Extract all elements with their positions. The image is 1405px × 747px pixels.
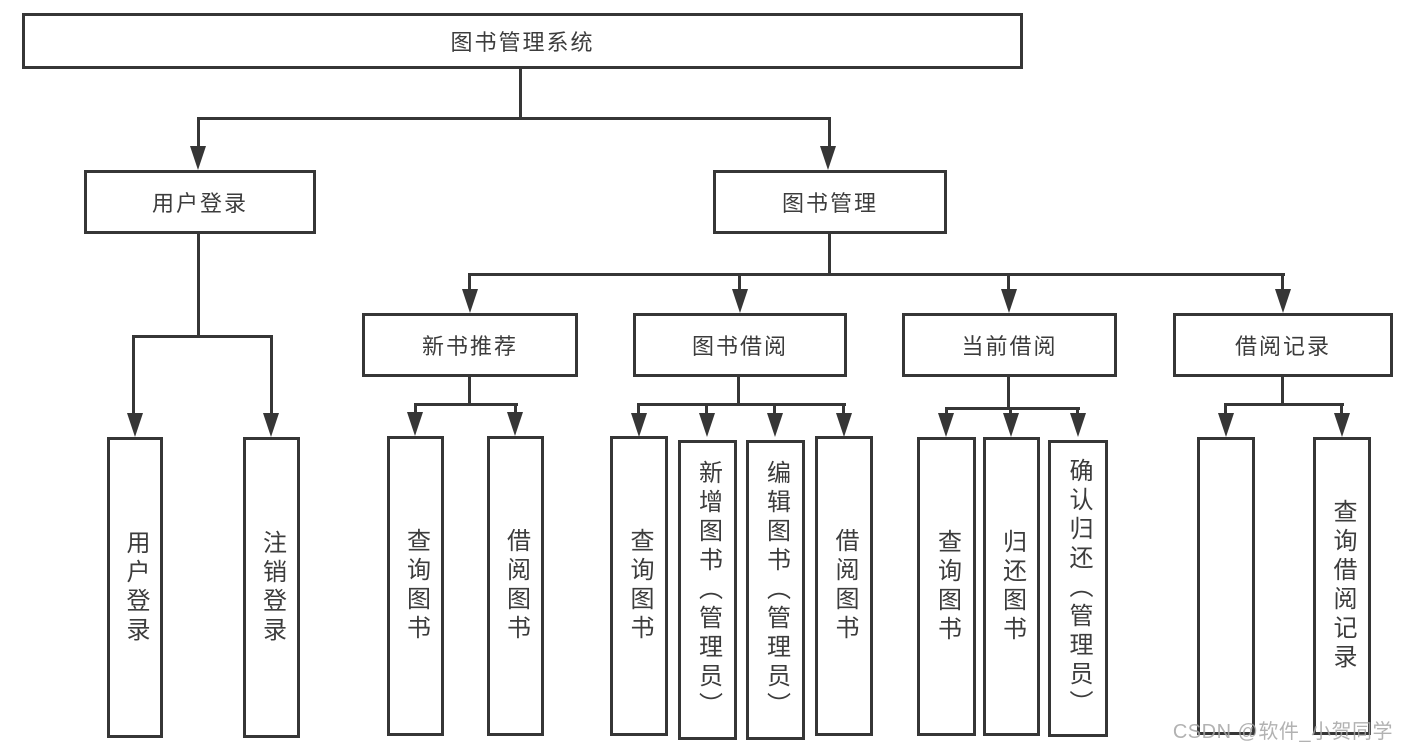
leaf-query-books-current: 查询图书	[917, 437, 976, 736]
connector-line	[945, 407, 948, 415]
arrow-down-icon	[462, 289, 478, 313]
node-book-borrow: 图书借阅	[633, 313, 847, 377]
arrow-down-icon	[1001, 289, 1017, 313]
arrow-down-icon	[820, 146, 836, 170]
connector-line	[828, 234, 831, 275]
connector-line	[468, 377, 471, 405]
connector-line	[637, 403, 640, 414]
csdn-watermark: CSDN @软件_小贺同学	[1172, 721, 1393, 743]
connector-line	[828, 117, 831, 150]
connector-line	[773, 403, 776, 414]
arrow-down-icon	[1334, 413, 1350, 437]
connector-line	[637, 403, 846, 406]
connector-line	[414, 403, 518, 406]
leaf-confirm-return-admin: 确认归还（管理员）	[1048, 440, 1108, 737]
leaf-add-book-admin: 新增图书（管理员）	[678, 440, 737, 740]
node-root: 图书管理系统	[22, 13, 1023, 69]
connector-line	[1007, 273, 1010, 291]
arrow-down-icon	[1218, 413, 1234, 437]
arrow-down-icon	[767, 413, 783, 437]
leaf-query-borrow-record: 查询借阅记录	[1313, 437, 1371, 735]
connector-line	[132, 335, 273, 338]
connector-line	[468, 273, 1285, 276]
connector-line	[737, 377, 740, 405]
connector-line	[1009, 407, 1012, 415]
connector-line	[197, 234, 200, 337]
arrow-down-icon	[190, 146, 206, 170]
arrow-down-icon	[1275, 289, 1291, 313]
connector-line	[414, 403, 417, 414]
leaf-borrow-books-borrow: 借阅图书	[815, 436, 873, 736]
connector-line	[132, 335, 135, 414]
connector-line	[1224, 403, 1344, 406]
arrow-down-icon	[1003, 413, 1019, 437]
connector-line	[1281, 273, 1284, 291]
arrow-down-icon	[732, 289, 748, 313]
leaf-query-books-recommend: 查询图书	[387, 436, 444, 736]
connector-line	[468, 273, 471, 291]
connector-line	[842, 403, 845, 414]
leaf-borrow-books-recommend: 借阅图书	[487, 436, 544, 736]
leaf-edit-book-admin: 编辑图书（管理员）	[746, 440, 805, 740]
arrow-down-icon	[699, 413, 715, 437]
arrow-down-icon	[407, 412, 423, 436]
leaf-user-login: 用户登录	[107, 437, 163, 738]
leaf-query-books-borrow: 查询图书	[610, 436, 668, 736]
node-book-management: 图书管理	[713, 170, 947, 234]
connector-line	[705, 403, 708, 414]
connector-line	[945, 407, 1080, 410]
arrow-down-icon	[507, 412, 523, 436]
arrow-down-icon	[1070, 413, 1086, 437]
connector-line	[1007, 377, 1010, 409]
connector-line	[1340, 403, 1343, 414]
arrow-down-icon	[263, 413, 279, 437]
node-user-login: 用户登录	[84, 170, 316, 234]
connector-line	[197, 117, 200, 150]
arrow-down-icon	[127, 413, 143, 437]
arrow-down-icon	[938, 413, 954, 437]
connector-line	[519, 69, 522, 120]
connector-line	[1224, 403, 1227, 414]
arrow-down-icon	[631, 413, 647, 437]
leaf-return-books: 归还图书	[983, 437, 1040, 736]
node-new-book-recommend: 新书推荐	[362, 313, 578, 377]
connector-line	[1076, 407, 1079, 415]
node-current-borrow: 当前借阅	[902, 313, 1117, 377]
connector-line	[197, 117, 831, 120]
connector-line	[738, 273, 741, 291]
leaf-logout: 注销登录	[243, 437, 300, 738]
connector-line	[270, 335, 273, 414]
leaf-add-borrow-record	[1197, 437, 1255, 735]
node-borrow-records: 借阅记录	[1173, 313, 1393, 377]
connector-line	[1281, 377, 1284, 405]
arrow-down-icon	[836, 413, 852, 437]
connector-line	[514, 403, 517, 414]
